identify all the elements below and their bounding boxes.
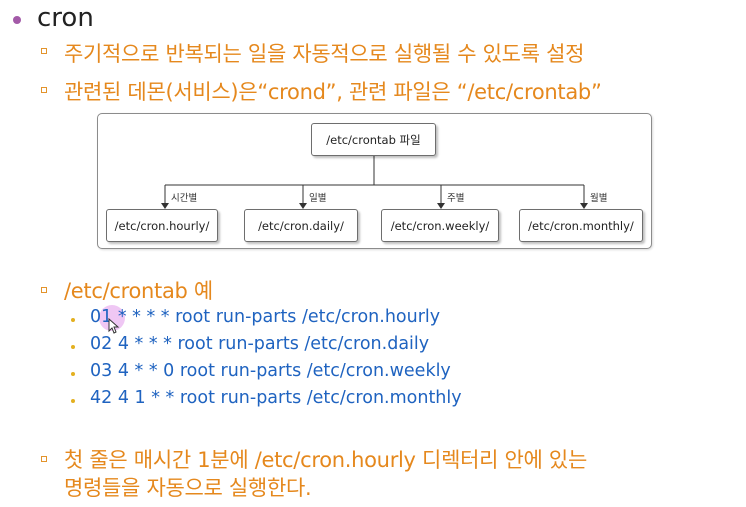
bullet-marker [41,87,47,93]
crontab-diagram: /etc/crontab 파일 시간별 일별 주별 월별 /etc/cron.h… [97,113,652,249]
sub-bullet-marker [71,399,75,403]
example-heading: /etc/crontab 예 [64,279,213,303]
bullet-marker [41,456,47,462]
diagram-node-daily: /etc/cron.daily/ [244,209,358,242]
bullet-marker [41,48,47,54]
mouse-cursor-icon [108,318,120,334]
example-line-3: 03 4 * * 0 root run-parts /etc/cron.week… [90,361,451,381]
example-line-1: 01 * * * * root run-parts /etc/cron.hour… [90,307,441,327]
branch-label-monthly: 월별 [590,193,608,204]
sub-bullet-marker [71,345,75,349]
example-line-2: 02 4 * * * root run-parts /etc/cron.dail… [90,334,430,354]
example-line-4: 42 4 1 * * root run-parts /etc/cron.mont… [90,388,462,408]
sub-bullet-marker [71,372,75,376]
diagram-connectors [161,156,588,209]
branch-label-daily: 일별 [309,193,327,204]
note-line-1: 첫 줄은 매시간 1분에 /etc/cron.hourly 디렉터리 안에 있는 [64,448,587,472]
branch-label-weekly: 주별 [447,193,465,204]
diagram-root-node: /etc/crontab 파일 [311,123,436,156]
title-bullet [13,16,21,24]
diagram-node-monthly: /etc/cron.monthly/ [519,209,643,242]
diagram-node-hourly: /etc/cron.hourly/ [106,209,218,242]
note-line-2: 명령들을 자동으로 실행한다. [64,476,312,500]
slide-title: cron [37,3,94,33]
bullet-marker [41,287,47,293]
diagram-node-weekly: /etc/cron.weekly/ [381,209,499,242]
branch-label-hourly: 시간별 [171,193,198,204]
bullet-text-2: 관련된 데몬(서비스)은“crond”, 관련 파일은 “/etc/cronta… [64,80,602,104]
bullet-text-1: 주기적으로 반복되는 일을 자동적으로 실행될 수 있도록 설정 [64,42,585,66]
sub-bullet-marker [71,318,75,322]
